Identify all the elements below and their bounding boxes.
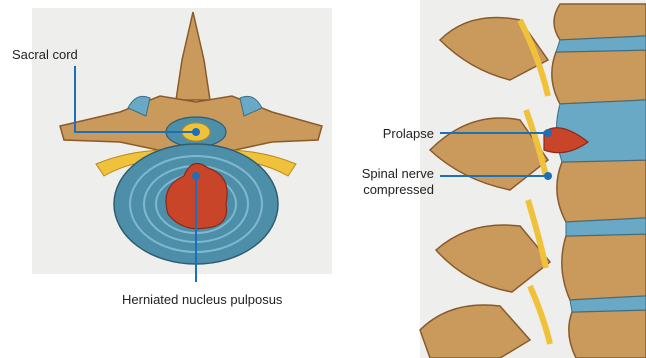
label-sacral-cord: Sacral cord [12, 47, 78, 62]
label-spinal-nerve: Spinal nerve [340, 166, 434, 181]
label-spinal-nerve-compressed: compressed [340, 182, 434, 197]
axial-vertebra [60, 12, 322, 264]
lateral-spine [420, 4, 646, 358]
label-herniated-nucleus: Herniated nucleus pulposus [122, 292, 282, 307]
label-prolapse: Prolapse [348, 126, 434, 141]
